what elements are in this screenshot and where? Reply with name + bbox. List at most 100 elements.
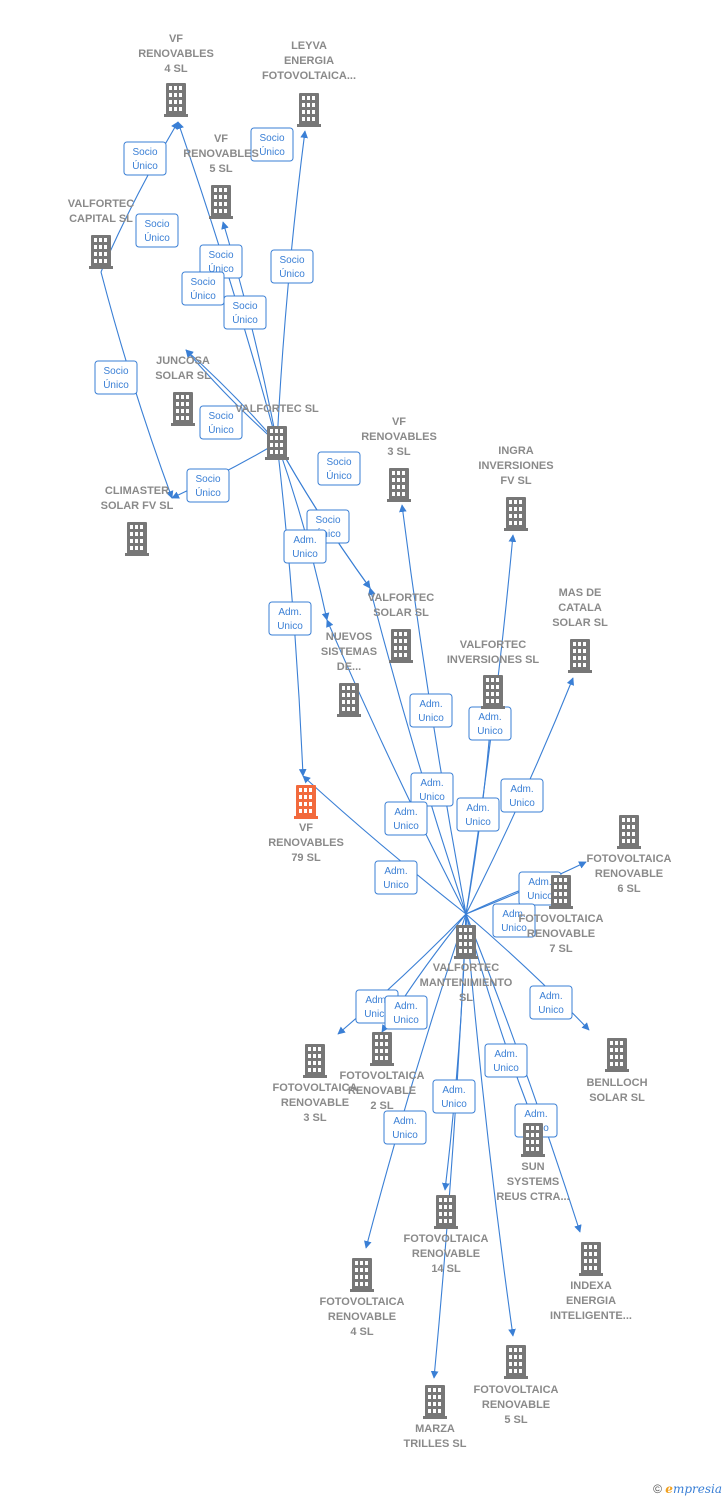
node-label: INDEXA (570, 1280, 612, 1292)
node-indexa[interactable]: INDEXAENERGIAINTELIGENTE... (550, 1242, 632, 1322)
edge-label-adm-unico[interactable]: Adm.Unico (283, 529, 327, 564)
edge-label-text: Adm. (278, 607, 301, 618)
edge-label-adm-unico[interactable]: Adm.Unico (384, 801, 428, 836)
building-icon (350, 1258, 374, 1292)
edge-label-adm-unico[interactable]: Adm.Unico (468, 706, 512, 741)
edge-label-text: Adm. (442, 1085, 465, 1096)
building-icon (294, 785, 318, 819)
building-icon (387, 468, 411, 502)
edge-label-adm-unico[interactable]: Adm.Unico (409, 693, 453, 728)
brand-logo[interactable]: empresia (665, 1482, 722, 1496)
edge-valmant-valsolar (368, 587, 467, 915)
node-valcap[interactable]: VALFORTEC CAPITAL SL (68, 198, 134, 269)
edge-label-text: Unico (465, 817, 491, 828)
node-label: SOLAR SL (552, 617, 608, 629)
edge-label-adm-unico[interactable]: Adm.Unico (456, 797, 500, 832)
node-label: FOTOVOLTAICA (587, 853, 672, 865)
node-nuevos[interactable]: NUEVOSSISTEMASDE... (321, 631, 377, 717)
node-label: VALFORTEC (460, 639, 526, 651)
node-label: 4 SL (350, 1326, 374, 1338)
edge-label-adm-unico[interactable]: Adm.Unico (384, 995, 428, 1030)
node-label: INGRA (498, 445, 534, 457)
edge-label-adm-unico[interactable]: Adm.Unico (383, 1110, 427, 1145)
edge-label-text: Único (144, 231, 170, 244)
edge-label-text: Adm. (528, 877, 551, 888)
edge-label-text: Unico (418, 713, 444, 724)
edge-label-text: Socio (144, 219, 169, 230)
edge-label-text: Socio (259, 133, 284, 144)
edge-label-adm-unico[interactable]: Adm.Unico (492, 903, 536, 938)
edge-label-adm-unico[interactable]: Adm.Unico (432, 1079, 476, 1114)
building-icon (171, 392, 195, 426)
node-label: DE... (337, 661, 361, 673)
building-icon (297, 93, 321, 127)
node-label: JUNCOSA (156, 355, 210, 367)
edge-label-adm-unico[interactable]: Adm.Unico (268, 601, 312, 636)
edge-label-text: Único (190, 289, 216, 302)
node-label: VALFORTEC (68, 198, 134, 210)
node-label: SOLAR SL (589, 1092, 645, 1104)
edge-valfortec-juncosa (185, 349, 278, 444)
node-label: MARZA (415, 1423, 455, 1435)
edge-label-adm-unico[interactable]: Adm. Unico (484, 1043, 528, 1078)
building-icon (521, 1123, 545, 1157)
edge-label-adm-unico[interactable]: Adm.Unico (410, 772, 454, 807)
edge-valmant-vf79 (302, 775, 467, 915)
node-label: 5 SL (504, 1414, 528, 1426)
edge-label-text: Socio (208, 411, 233, 422)
node-label: 79 SL (291, 852, 321, 864)
node-label: 3 SL (387, 446, 411, 458)
node-valfortec[interactable]: VALFORTEC SL (235, 403, 319, 460)
edge-label-text: Socio (315, 515, 340, 526)
node-label: SOLAR SL (373, 607, 429, 619)
edge-label-text: Unico (493, 1063, 519, 1074)
node-label: LEYVA (291, 40, 327, 52)
edge-label-adm-unico[interactable]: Adm.Unico (500, 778, 544, 813)
building-icon (303, 1044, 327, 1078)
building-icon (549, 875, 573, 909)
node-label: INTELIGENTE... (550, 1310, 632, 1322)
edge-label-adm-unico[interactable]: Adm.Unico (529, 985, 573, 1020)
node-leyva[interactable]: LEYVAENERGIAFOTOVOLTAICA... (262, 40, 356, 127)
node-label: CAPITAL SL (69, 213, 133, 225)
edge-label-adm-unico[interactable]: Adm.Unico (374, 860, 418, 895)
node-label: VALFORTEC (433, 962, 499, 974)
node-label: CLIMASTER (105, 485, 169, 497)
edge-label-text: Unico (538, 1005, 564, 1016)
edge-label-text: Socio (103, 366, 128, 377)
edge-label-text: Unico (364, 1009, 390, 1020)
edge-label-text: Adm. (494, 1049, 517, 1060)
node-label: FOTOVOLTAICA (519, 913, 604, 925)
